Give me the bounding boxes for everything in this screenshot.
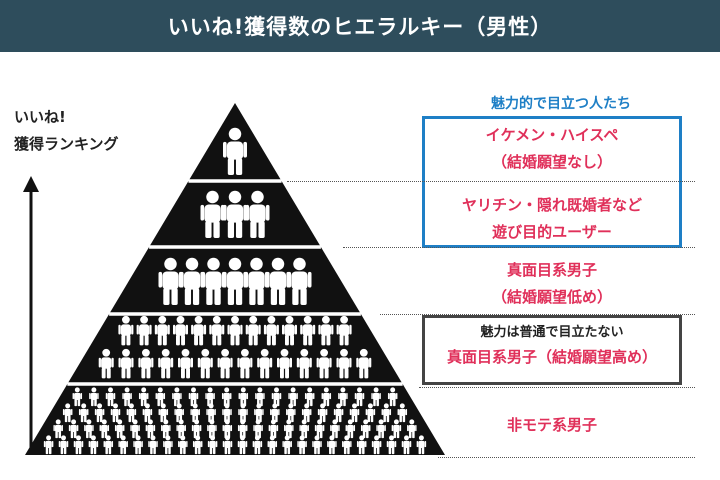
tier-5-line1: 非モテ系男子 — [506, 416, 597, 434]
attractive-group-box — [422, 116, 682, 248]
y-axis-label-line1: いいね! — [14, 108, 66, 126]
tier-2-divider-line — [343, 247, 695, 248]
y-axis-label-line2: 獲得ランキング — [14, 135, 119, 153]
tier-2-line1: ヤリチン・隠れ既婚者など — [461, 196, 642, 214]
average-group-box — [422, 315, 682, 385]
header-bar: いいね!獲得数のヒエラルキー（男性） — [0, 0, 720, 52]
tier-4-line2: 真面目系男子（結婚願望高め） — [446, 348, 657, 366]
tier-4-label: 魅力は普通で目立たない 真面目系男子（結婚願望高め） — [425, 322, 679, 371]
tier-1-divider-line — [287, 181, 695, 182]
tier-2-label: ヤリチン・隠れ既婚者など 遊び目的ユーザー — [425, 192, 679, 246]
tier-3-divider-line — [380, 314, 695, 315]
tier-4-line1: 魅力は普通で目立たない — [480, 325, 624, 340]
tier-5-divider-line — [438, 457, 695, 458]
tier-3-line1: 真面目系男子 — [506, 261, 597, 279]
arrow-up-icon — [23, 176, 39, 455]
tier-1-label: イケメン・ハイスペ （結婚願望なし） — [425, 122, 679, 176]
tier-4-divider-line — [419, 387, 695, 388]
tier-1-line2: （結婚願望なし） — [491, 153, 612, 171]
tier-1-line1: イケメン・ハイスペ — [485, 126, 619, 144]
tier-3-label: 真面目系男子 （結婚願望低め） — [425, 257, 679, 311]
page-title: いいね!獲得数のヒエラルキー（男性） — [167, 15, 553, 39]
attractive-people-label: 魅力的で目立つ人たち — [491, 96, 631, 112]
y-axis-label: いいね! 獲得ランキング — [14, 104, 119, 158]
tier-3-line2: （結婚願望低め） — [491, 288, 612, 306]
tier-2-line2: 遊び目的ユーザー — [492, 223, 612, 241]
tier-5-label: 非モテ系男子 — [425, 412, 679, 439]
